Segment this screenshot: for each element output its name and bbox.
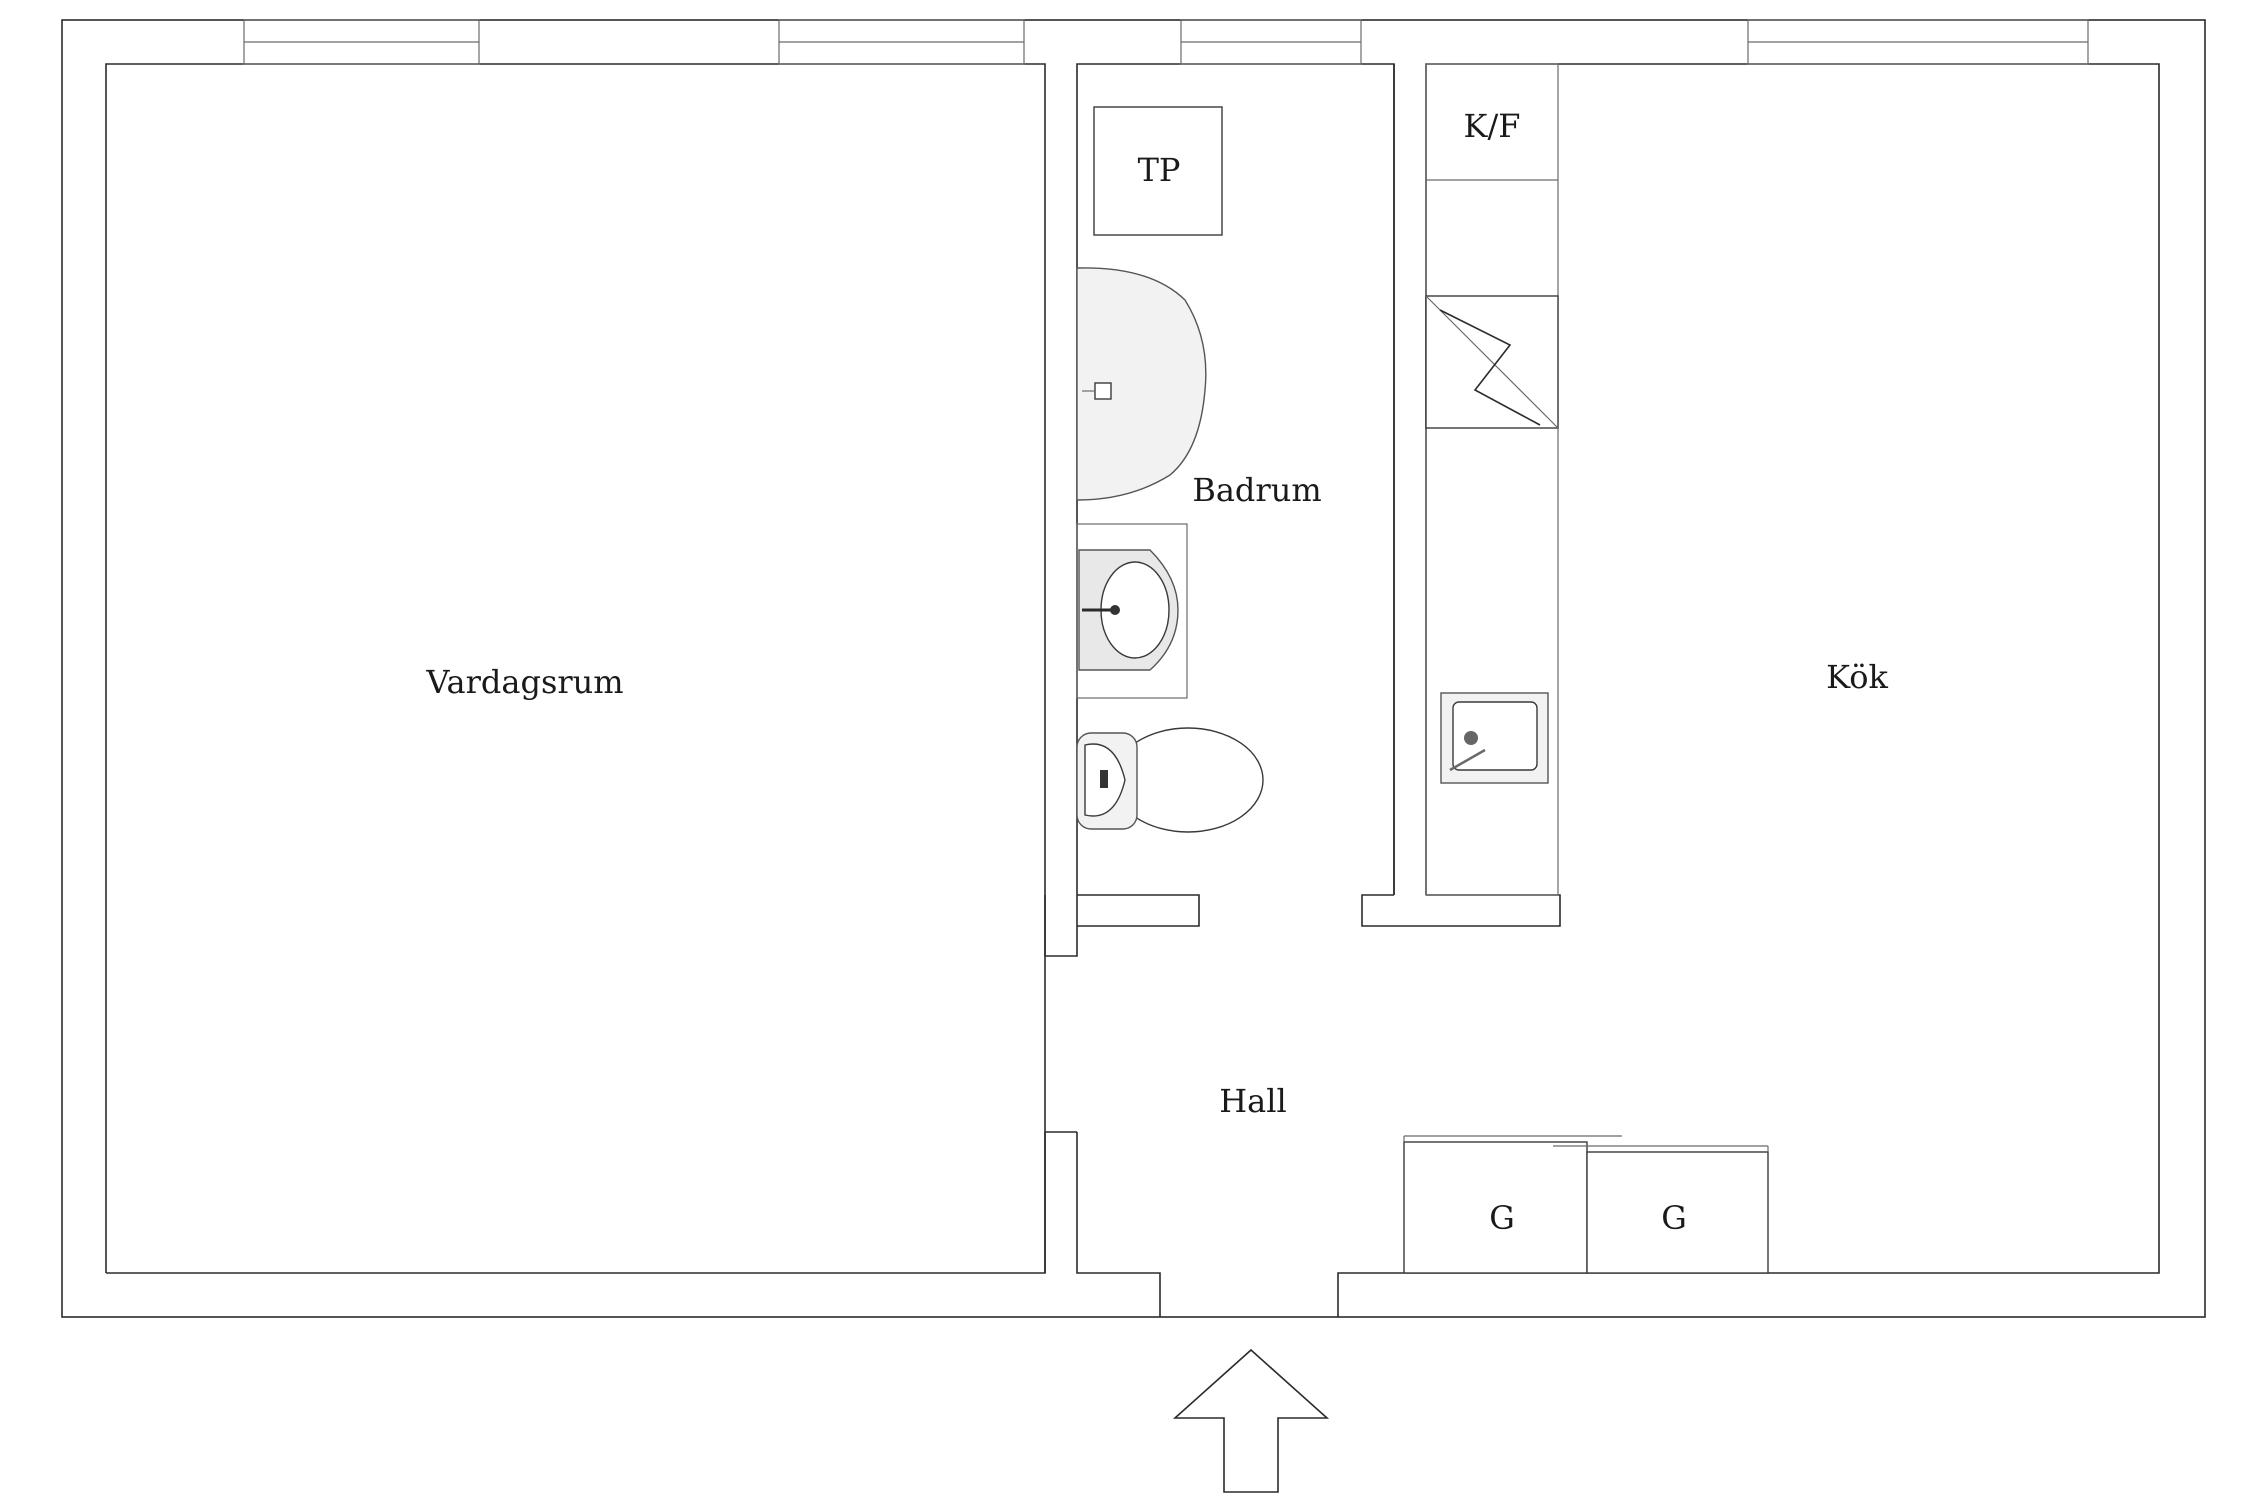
room-label-hall: Hall bbox=[1219, 1082, 1286, 1120]
fixture-label-wardrobe-left: G bbox=[1489, 1199, 1515, 1237]
room-label-bathroom: Badrum bbox=[1192, 471, 1321, 509]
windows bbox=[243, 19, 2089, 65]
arrow-up-icon bbox=[1172, 1348, 1330, 1493]
room-label-living: Vardagsrum bbox=[425, 663, 623, 701]
stove-icon bbox=[1425, 295, 1559, 429]
washer-box bbox=[1093, 106, 1223, 236]
fixture-label-wardrobe-right: G bbox=[1661, 1199, 1687, 1237]
kitchen-counter bbox=[1425, 63, 1559, 896]
washbasin-icon bbox=[1076, 523, 1188, 699]
kitchen-sink-icon bbox=[1440, 692, 1549, 784]
toilet-icon bbox=[1076, 727, 1264, 833]
shower-icon bbox=[1076, 267, 1207, 501]
wardrobe-right bbox=[1553, 1145, 1769, 1274]
fixture-label-washer: TP bbox=[1138, 151, 1181, 189]
room-label-kitchen: Kök bbox=[1826, 658, 1888, 696]
internal-walls bbox=[1044, 64, 1561, 1273]
fixture-label-fridge-freezer: K/F bbox=[1464, 107, 1521, 145]
wardrobe-left bbox=[1403, 1135, 1622, 1274]
